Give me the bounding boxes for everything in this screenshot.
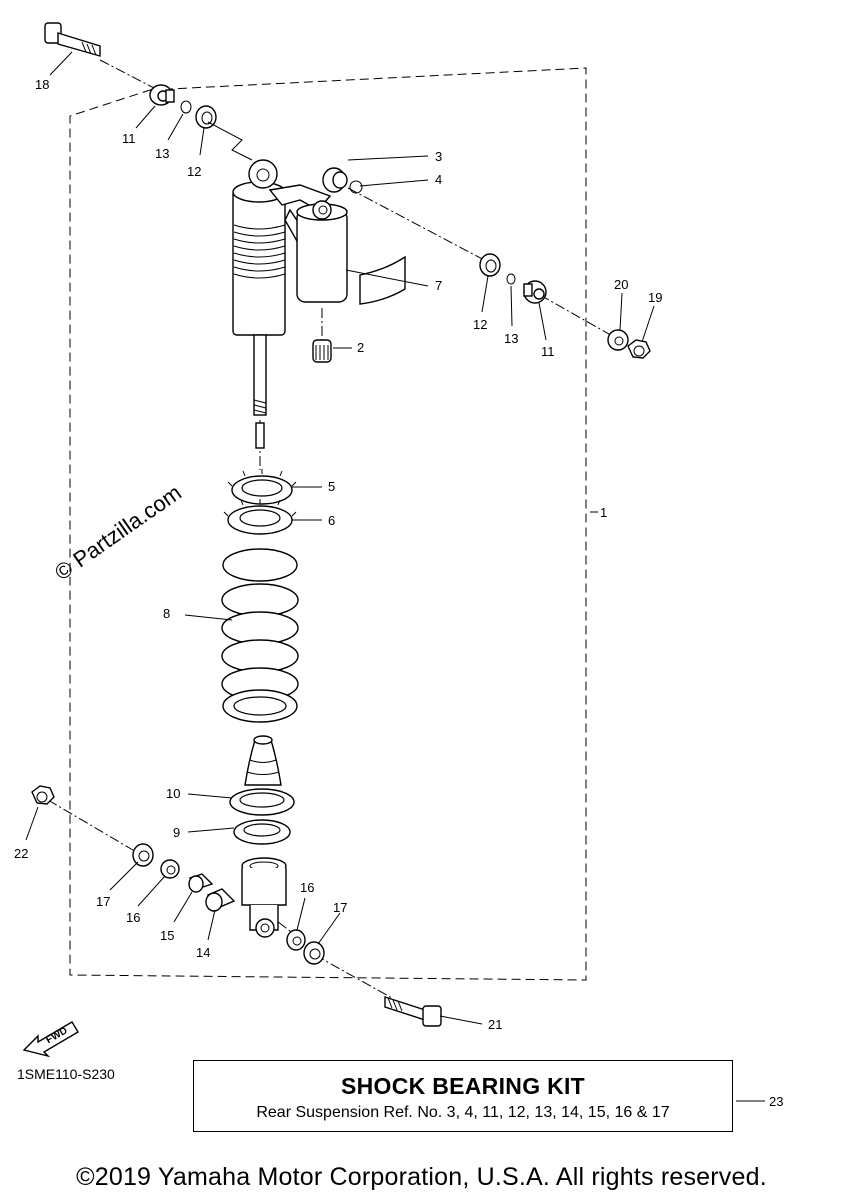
collar-11-drawing <box>149 84 175 106</box>
callout-11-right: 11 <box>541 344 555 359</box>
assembly-outline <box>69 67 587 981</box>
shock-bearing-kit-box: SHOCK BEARING KIT Rear Suspension Ref. N… <box>193 1060 733 1132</box>
callout-1: 1 <box>600 505 607 520</box>
seal-12-right-drawing <box>479 253 501 277</box>
callout-12-right: 12 <box>473 317 487 332</box>
callout-20: 20 <box>614 277 628 292</box>
callout-13-top: 13 <box>155 146 169 161</box>
callout-16-left: 16 <box>126 910 140 925</box>
callout-labels: 18 11 13 12 3 4 7 2 12 13 11 20 19 5 6 1… <box>14 77 783 1109</box>
callout-14: 14 <box>196 945 210 960</box>
ring-nut-5-drawing <box>227 469 297 505</box>
nut-19-drawing <box>627 339 651 359</box>
ring-nut-6-drawing <box>223 499 297 535</box>
oring-13-right-drawing <box>506 273 516 285</box>
callout-13-right: 13 <box>504 331 518 346</box>
callout-9: 9 <box>173 825 180 840</box>
callout-10: 10 <box>166 786 180 801</box>
callout-2: 2 <box>357 340 364 355</box>
callout-23: 23 <box>769 1094 783 1109</box>
callout-4: 4 <box>435 172 442 187</box>
callout-12-top: 12 <box>187 164 201 179</box>
callout-19: 19 <box>648 290 662 305</box>
guide-10-drawing <box>229 788 295 816</box>
callout-3: 3 <box>435 149 442 164</box>
collar-11-right-drawing <box>523 280 547 304</box>
callout-5: 5 <box>328 479 335 494</box>
callout-17-left: 17 <box>96 894 110 909</box>
bolt-21-drawing <box>384 996 442 1027</box>
collar-15-drawing <box>188 873 214 893</box>
washer-20-drawing <box>607 329 629 351</box>
circlip-4-drawing <box>349 180 363 194</box>
shock-body-drawing <box>232 159 348 449</box>
collar-16-right-drawing <box>286 929 306 951</box>
callout-21: 21 <box>488 1017 502 1032</box>
lower-clevis-drawing <box>241 857 287 938</box>
callout-17-right: 17 <box>333 900 347 915</box>
diagram-code: 1SME110-S230 <box>17 1066 115 1082</box>
bearing-14-drawing <box>205 888 236 912</box>
spring-8-drawing <box>221 548 299 723</box>
bush-3-drawing <box>322 167 348 193</box>
callout-15: 15 <box>160 928 174 943</box>
kit-reference: Rear Suspension Ref. No. 3, 4, 11, 12, 1… <box>256 1104 670 1121</box>
callout-18: 18 <box>35 77 49 92</box>
leader-lines <box>25 51 765 1102</box>
callout-7: 7 <box>435 278 442 293</box>
copyright-notice: ©2019 Yamaha Motor Corporation, U.S.A. A… <box>76 1163 767 1191</box>
callout-11-top: 11 <box>122 131 136 146</box>
seal-12-drawing <box>195 105 217 129</box>
seal-17-right-drawing <box>303 941 325 965</box>
callout-8: 8 <box>163 606 170 621</box>
bump-stop-drawing <box>244 735 282 786</box>
collar-16-left-drawing <box>160 859 180 879</box>
callout-6: 6 <box>328 513 335 528</box>
cap-2-drawing <box>312 339 332 363</box>
fwd-arrow-icon: FWD <box>22 1021 79 1058</box>
callout-16-right: 16 <box>300 880 314 895</box>
kit-title: SHOCK BEARING KIT <box>340 1073 586 1099</box>
oring-13-drawing <box>180 100 192 114</box>
seat-9-drawing <box>233 819 291 845</box>
cover-7-drawing <box>359 255 406 305</box>
nut-22-drawing <box>31 785 55 805</box>
seal-17-left-drawing <box>132 843 154 867</box>
callout-22: 22 <box>14 846 28 861</box>
bolt-18-drawing <box>44 22 101 57</box>
